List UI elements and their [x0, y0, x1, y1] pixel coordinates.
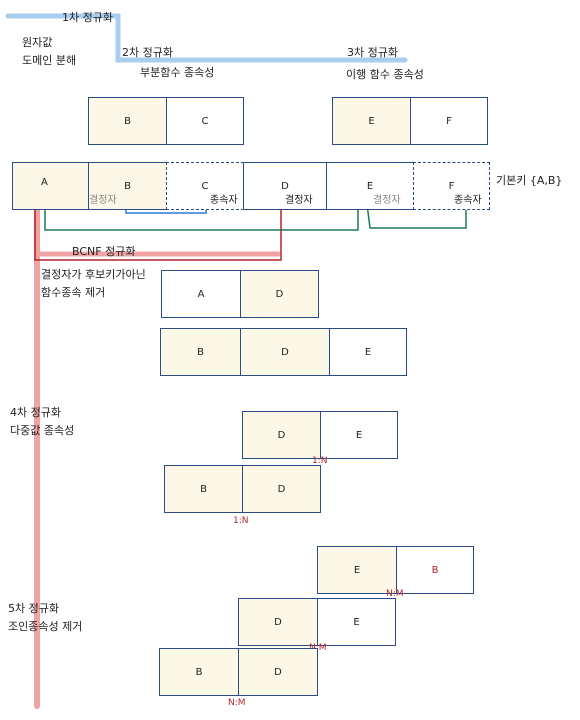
- nf2-description: 부분함수 종속성: [140, 66, 215, 79]
- table-cell: E: [317, 546, 397, 594]
- nf4-description: 4차 정규화 다중값 종속성: [10, 406, 75, 437]
- table-cell: D: [238, 598, 318, 646]
- dependent-label: 종속자: [454, 195, 482, 206]
- dependency-arrow-e-f: [365, 195, 467, 229]
- primary-key-note: 기본키 {A,B}: [496, 174, 563, 187]
- table-cell: C: [166, 162, 244, 210]
- table-cell: E: [329, 328, 407, 376]
- table-cell: B: [396, 546, 474, 594]
- determinant-label: 결정자: [373, 195, 401, 206]
- table-cell: F: [413, 162, 490, 210]
- table-cell: D: [242, 411, 321, 459]
- table-cell: D: [238, 648, 318, 696]
- relationship-label: N:M: [228, 698, 246, 708]
- dependency-arrow-d-a: [34, 196, 282, 261]
- table-cell: F: [410, 97, 488, 145]
- table-cell: C: [166, 97, 244, 145]
- nf5-description: 5차 정규화 조인종속성 제거: [8, 602, 83, 633]
- table-cell: B: [88, 97, 167, 145]
- table-cell: D: [240, 270, 319, 318]
- bcnf-description: 결정자가 후보키가아닌 함수종속 제거: [41, 268, 146, 299]
- determinant-label: 결정자: [285, 195, 313, 206]
- relationship-label: 1:N: [312, 456, 328, 466]
- nf3-title: 3차 정규화: [347, 46, 398, 59]
- normalization-stage-line: [5, 13, 408, 63]
- table-cell: E: [317, 598, 396, 646]
- table-cell: E: [332, 97, 411, 145]
- bcnf-title: BCNF 정규화: [72, 245, 136, 258]
- relationship-label: 1:N: [233, 516, 249, 526]
- table-cell: D: [240, 328, 330, 376]
- nf2-title: 2차 정규화: [122, 46, 173, 59]
- nf1-title: 1차 정규화: [62, 11, 113, 24]
- nf3-description: 이행 함수 종속성: [346, 68, 424, 81]
- nf1-description: 원자값 도메인 분해: [22, 36, 77, 67]
- table-cell: D: [242, 465, 321, 513]
- table-cell: E: [320, 411, 398, 459]
- table-cell: B: [160, 328, 241, 376]
- table-cell: E: [326, 162, 414, 210]
- table-cell: A: [161, 270, 241, 318]
- dependent-label: 종속자: [210, 195, 238, 206]
- table-cell: B: [88, 162, 167, 210]
- table-cell: B: [164, 465, 243, 513]
- dependency-arrow-green: [44, 196, 359, 231]
- table-cell: A: [12, 162, 89, 210]
- table-cell: B: [159, 648, 239, 696]
- determinant-label: 결정자: [89, 195, 117, 206]
- relationship-label: N:M: [386, 589, 404, 599]
